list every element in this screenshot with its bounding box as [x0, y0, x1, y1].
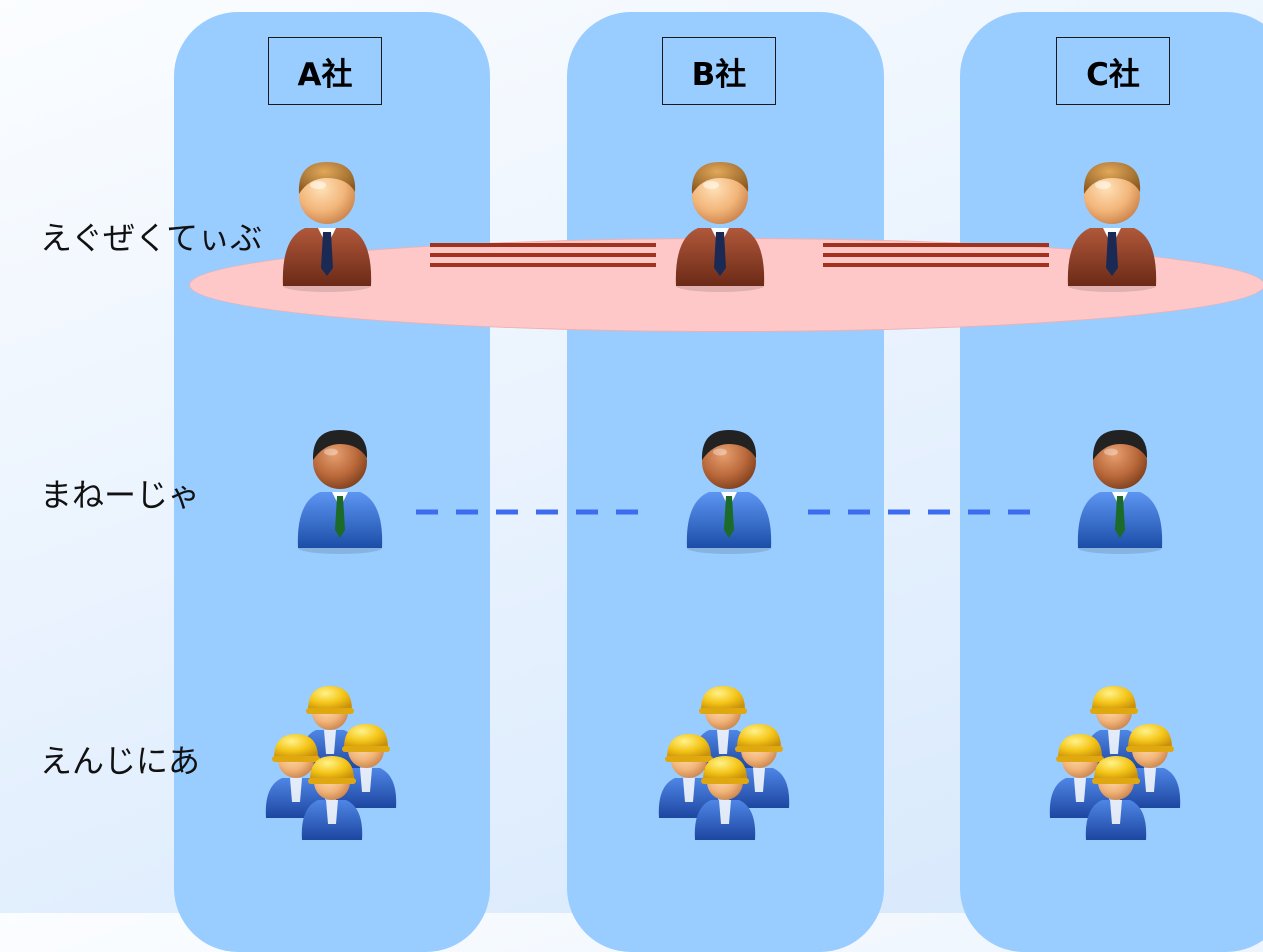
executive-link-right: [823, 243, 1049, 267]
role-label-manager: まねーじゃ: [40, 476, 201, 514]
company-label-c: C社: [1056, 37, 1170, 105]
manager-person-icon-a: [297, 430, 383, 554]
role-label-executive: えぐぜくてぃぶ: [40, 219, 263, 257]
company-label-a: A社: [268, 37, 382, 105]
executive-person-icon-c: [1067, 162, 1157, 292]
role-label-engineer: えんじにあ: [40, 742, 201, 780]
executive-person-icon-b: [675, 162, 765, 292]
manager-person-icon-b: [686, 430, 772, 554]
diagram-overlay: [0, 162, 1263, 913]
engineer-group-icon-b: [659, 686, 789, 840]
engineer-group-icon-c: [1050, 686, 1180, 840]
manager-person-icon-c: [1077, 430, 1163, 554]
executive-link-left: [430, 243, 656, 267]
executive-person-icon-a: [282, 162, 372, 292]
engineer-group-icon-a: [266, 686, 396, 840]
company-label-b: B社: [662, 37, 776, 105]
